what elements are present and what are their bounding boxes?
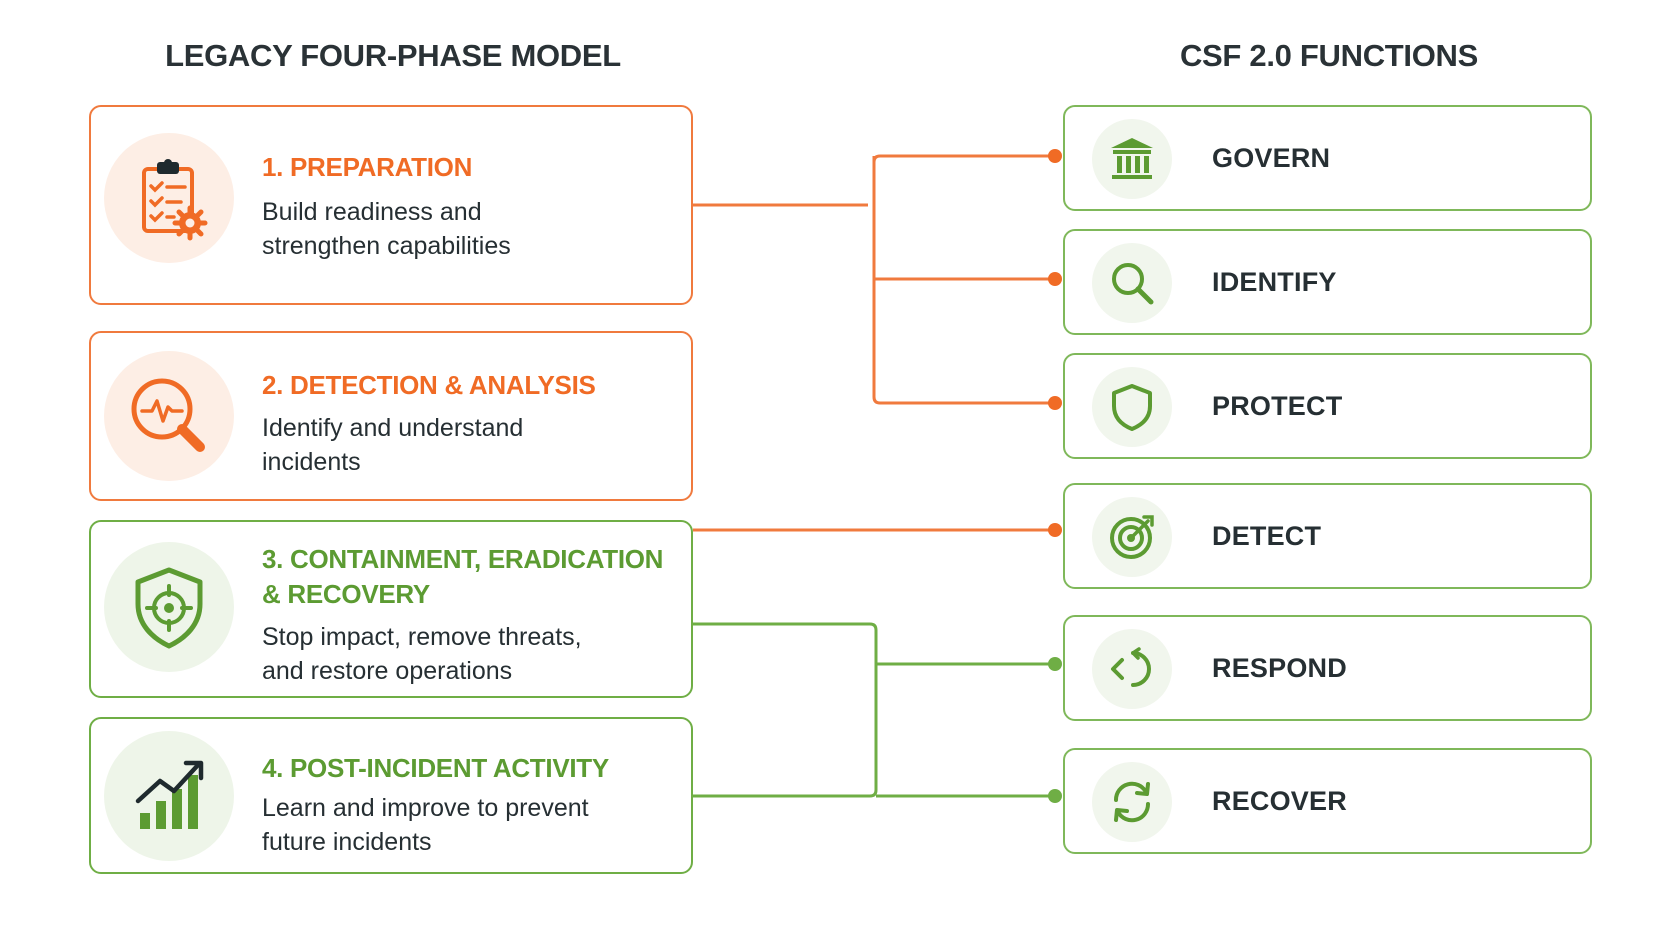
respond-arrows-icon <box>1092 629 1172 709</box>
connector-preparation-trunk <box>693 156 876 397</box>
connector-post-incident <box>693 789 878 798</box>
function-label-govern: GOVERN <box>1212 143 1331 173</box>
function-label-recover: RECOVER <box>1212 786 1347 816</box>
phase-title-post-incident: 4. POST-INCIDENT ACTIVITY <box>262 753 609 783</box>
growth-chart-icon <box>104 731 234 861</box>
function-label-respond: RESPOND <box>1212 653 1347 683</box>
govern-connector-dot <box>1048 149 1062 163</box>
phase-title-preparation: 1. PREPARATION <box>262 152 473 182</box>
respond-connector-dot <box>1048 657 1062 671</box>
refresh-icon <box>1092 762 1172 842</box>
phase-desc-containment: Stop impact, remove threats, and restore… <box>262 620 671 688</box>
phase-card-detection-analysis: 2. DETECTION & ANALYSIS Identify and und… <box>89 331 693 501</box>
function-card-govern: GOVERN <box>1063 105 1592 211</box>
function-card-recover: RECOVER <box>1063 748 1592 854</box>
connector-to-protect <box>872 396 1055 405</box>
phase-card-post-incident: 4. POST-INCIDENT ACTIVITY Learn and impr… <box>89 717 693 874</box>
function-card-protect: PROTECT <box>1063 353 1592 459</box>
recover-connector-dot <box>1048 789 1062 803</box>
clipboard-gear-icon <box>104 133 234 263</box>
connector-to-govern <box>872 154 1055 163</box>
phase-card-containment: 3. CONTAINMENT, ERADICATION & RECOVERY S… <box>89 520 693 698</box>
function-label-detect: DETECT <box>1212 521 1322 551</box>
shield-target-icon <box>104 542 234 672</box>
function-card-identify: IDENTIFY <box>1063 229 1592 335</box>
search-icon <box>1092 243 1172 323</box>
phase-desc-line: incidents <box>262 448 361 476</box>
csf-functions-title: CSF 2.0 FUNCTIONS <box>1179 38 1479 73</box>
target-icon <box>1092 497 1172 577</box>
connector-containment <box>693 622 878 631</box>
phase-desc-line: Learn and improve to prevent <box>262 794 589 822</box>
phase-title-line: 3. CONTAINMENT, ERADICATION <box>262 544 664 574</box>
detect-connector-dot <box>1048 523 1062 537</box>
phase-desc-line: future incidents <box>262 828 432 856</box>
phase-title-containment: 3. CONTAINMENT, ERADICATION & RECOVERY <box>262 542 683 612</box>
phase-desc-detection-analysis: Identify and understand incidents <box>262 411 671 479</box>
phase-desc-line: Build readiness and <box>262 198 482 226</box>
phase-desc-line: strengthen capabilities <box>262 232 511 260</box>
phase-title-detection-analysis: 2. DETECTION & ANALYSIS <box>262 370 596 400</box>
phase-desc-line: Identify and understand <box>262 414 524 442</box>
protect-connector-dot <box>1048 396 1062 410</box>
function-label-protect: PROTECT <box>1212 391 1343 421</box>
phase-desc-line: Stop impact, remove threats, <box>262 623 582 651</box>
identify-connector-dot <box>1048 272 1062 286</box>
function-label-identify: IDENTIFY <box>1212 267 1337 297</box>
magnifier-pulse-icon <box>104 351 234 481</box>
phase-desc-line: and restore operations <box>262 657 513 685</box>
phase-title-line: & RECOVERY <box>262 579 430 609</box>
function-card-respond: RESPOND <box>1063 615 1592 721</box>
phase-desc-preparation: Build readiness and strengthen capabilit… <box>262 195 671 263</box>
function-card-detect: DETECT <box>1063 483 1592 589</box>
phase-card-preparation: 1. PREPARATION Build readiness and stren… <box>89 105 693 305</box>
phase-desc-post-incident: Learn and improve to prevent future inci… <box>262 791 671 859</box>
institution-icon <box>1092 119 1172 199</box>
shield-icon <box>1092 367 1172 447</box>
legacy-model-title: LEGACY FOUR-PHASE MODEL <box>165 38 621 73</box>
